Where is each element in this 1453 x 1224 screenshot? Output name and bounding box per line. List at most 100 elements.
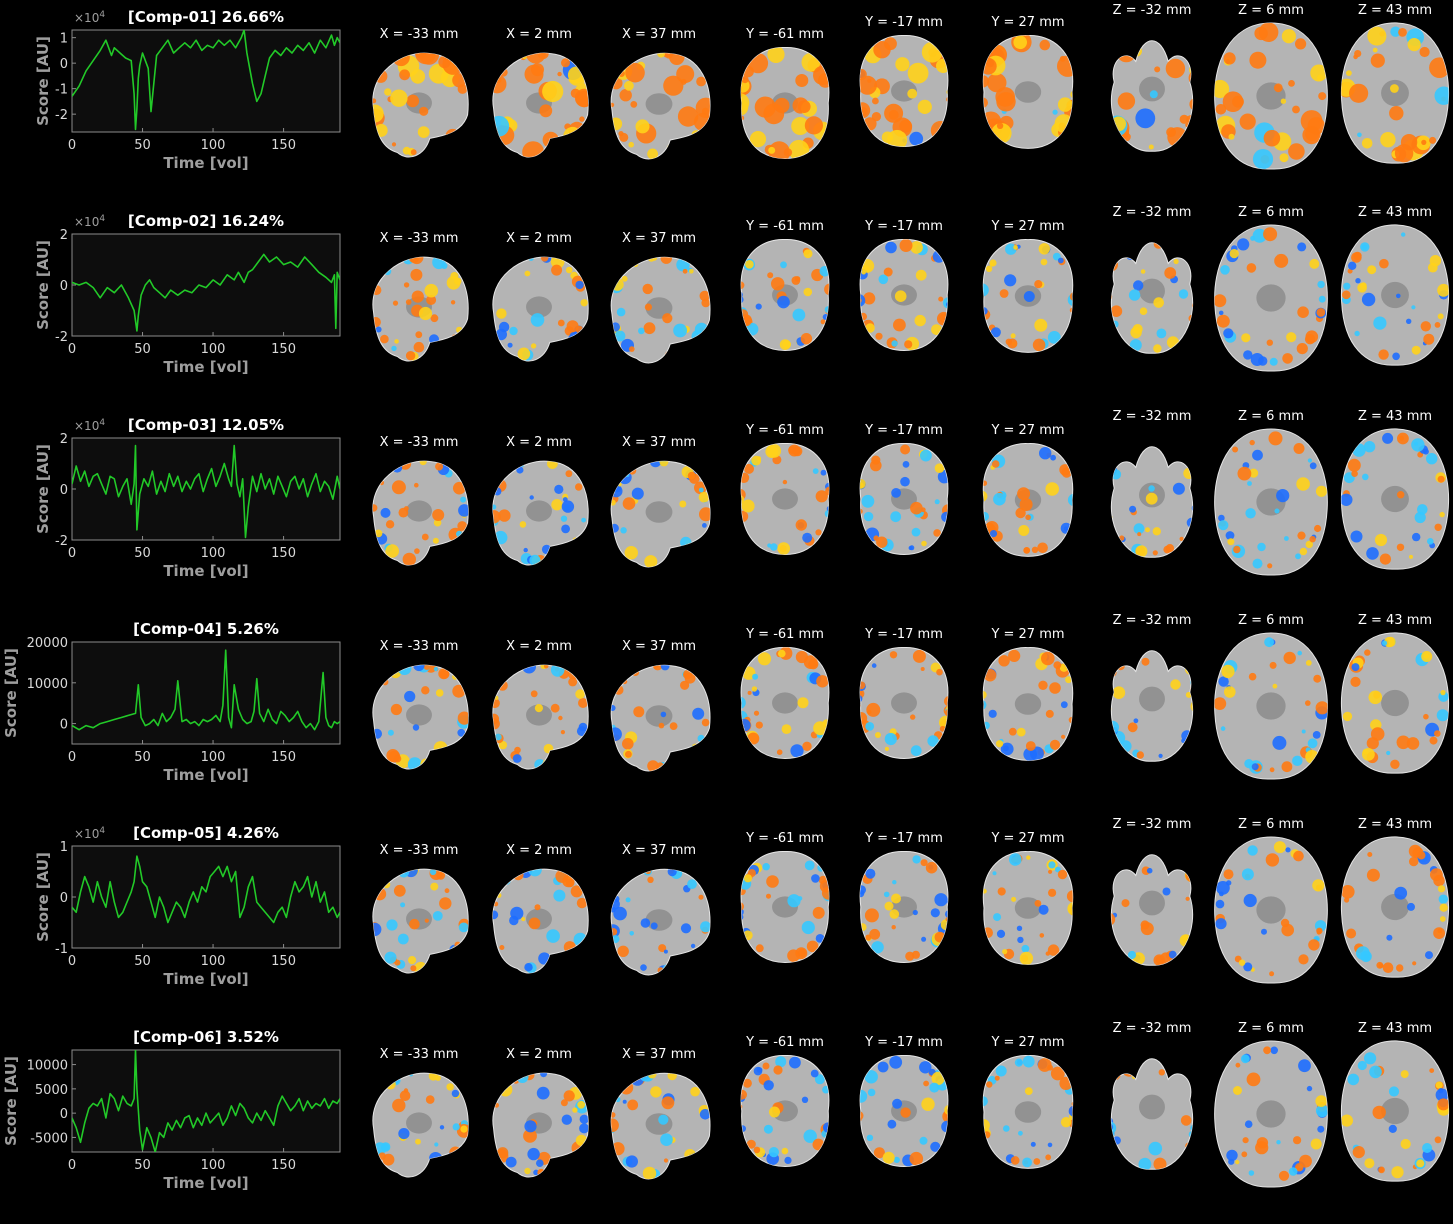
positive-cluster [1227,538,1235,546]
negative-cluster [1312,731,1321,739]
positive-cluster [403,1088,409,1093]
positive-cluster [915,269,927,281]
positive-cluster [742,1078,752,1088]
positive-cluster [410,268,423,281]
negative-cluster [1317,1125,1325,1133]
negative-cluster [1117,652,1125,661]
positive-cluster [909,1151,924,1166]
positive-cluster [1315,1095,1327,1107]
positive-cluster [1256,1137,1269,1149]
comp-2-y-tick-label: 2 [60,228,68,243]
positive-cluster [939,313,948,323]
positive-cluster [931,324,942,335]
positive-cluster [884,103,904,123]
positive-cluster [624,546,638,560]
negative-cluster [673,959,685,972]
positive-cluster [1068,904,1073,916]
negative-cluster [752,673,759,680]
comp-6-slice-image-5 [859,1055,949,1167]
positive-cluster [776,749,783,755]
comp-6-slice-label-1: X = -33 mm [380,1047,459,1062]
negative-cluster [1435,1088,1449,1102]
positive-cluster [1047,1064,1053,1071]
positive-cluster [1124,854,1129,858]
negative-cluster [1250,353,1264,366]
positive-cluster [1115,652,1125,663]
positive-cluster [418,306,433,321]
comp-6-slice-label-3: X = 37 mm [622,1047,696,1062]
positive-cluster [1408,844,1422,858]
positive-cluster [1305,660,1312,666]
comp-1-activation-9 [1341,26,1449,163]
negative-cluster [561,500,575,513]
negative-cluster [509,326,518,336]
comp-5-slice-label-4: Y = -61 mm [745,831,824,846]
positive-cluster [1179,536,1184,541]
comp-3-slice-image-2 [492,460,589,566]
positive-cluster [409,918,420,930]
positive-cluster [1273,83,1283,93]
positive-cluster [568,677,578,687]
positive-cluster [1378,349,1389,360]
positive-cluster [819,879,829,893]
comp-2-x-tick-label: 0 [68,342,76,357]
comp-6-slice-9: Z = 43 mm [1340,1021,1450,1182]
positive-cluster [619,89,632,102]
positive-cluster [1153,344,1162,353]
positive-cluster [402,552,416,566]
positive-cluster [390,89,408,107]
negative-cluster [516,1073,529,1083]
negative-cluster [1347,1073,1360,1086]
positive-cluster [1429,736,1438,745]
comp-6-slice-image-7 [1110,1058,1194,1170]
positive-cluster [1013,35,1028,50]
comp-4-slice-5-ventricle [891,692,917,714]
negative-cluster [741,914,744,920]
negative-cluster [883,891,890,898]
comp-2-activation-8 [1214,227,1327,366]
negative-cluster [992,871,997,876]
negative-cluster [1245,508,1256,519]
positive-cluster [391,142,397,147]
positive-cluster [1170,679,1181,690]
positive-cluster [547,461,558,470]
negative-cluster [540,1073,548,1078]
comp-2-slice-image-8 [1214,224,1328,372]
comp-1-activation-8 [1214,23,1328,170]
comp-5-slice-8-ventricle [1256,896,1286,924]
positive-cluster [1409,554,1413,559]
positive-cluster [1111,1088,1113,1098]
positive-cluster [1145,492,1158,505]
positive-cluster [1224,686,1236,698]
positive-cluster [1179,114,1189,124]
negative-cluster [553,889,566,902]
comp-1-x-axis-label: Time [vol] [163,154,248,172]
positive-cluster [860,688,865,699]
negative-cluster [1030,1141,1036,1147]
positive-cluster [945,916,948,922]
comp-3-activation-4 [741,444,829,555]
positive-cluster [873,1147,885,1159]
negative-cluster [804,860,815,871]
comp-6-activation-8 [1226,1046,1328,1181]
negative-cluster [680,923,692,934]
negative-cluster [1127,1058,1139,1065]
positive-cluster [1237,466,1252,481]
comp-3-slice-image-6 [982,443,1074,557]
negative-cluster [1274,508,1280,514]
positive-cluster [1111,272,1112,279]
negative-cluster [625,897,631,903]
positive-cluster [1346,928,1357,939]
negative-cluster [1382,432,1394,444]
comp-1-x-tick-label: 50 [134,138,151,153]
negative-cluster [1135,108,1156,129]
negative-cluster [1225,531,1235,540]
positive-cluster [1376,961,1384,969]
positive-cluster [1312,879,1325,892]
positive-cluster [860,482,864,489]
positive-cluster [1309,258,1320,269]
comp-6-x-tick-label: 0 [68,1158,76,1173]
positive-cluster [1305,700,1311,706]
positive-cluster [1298,954,1309,965]
